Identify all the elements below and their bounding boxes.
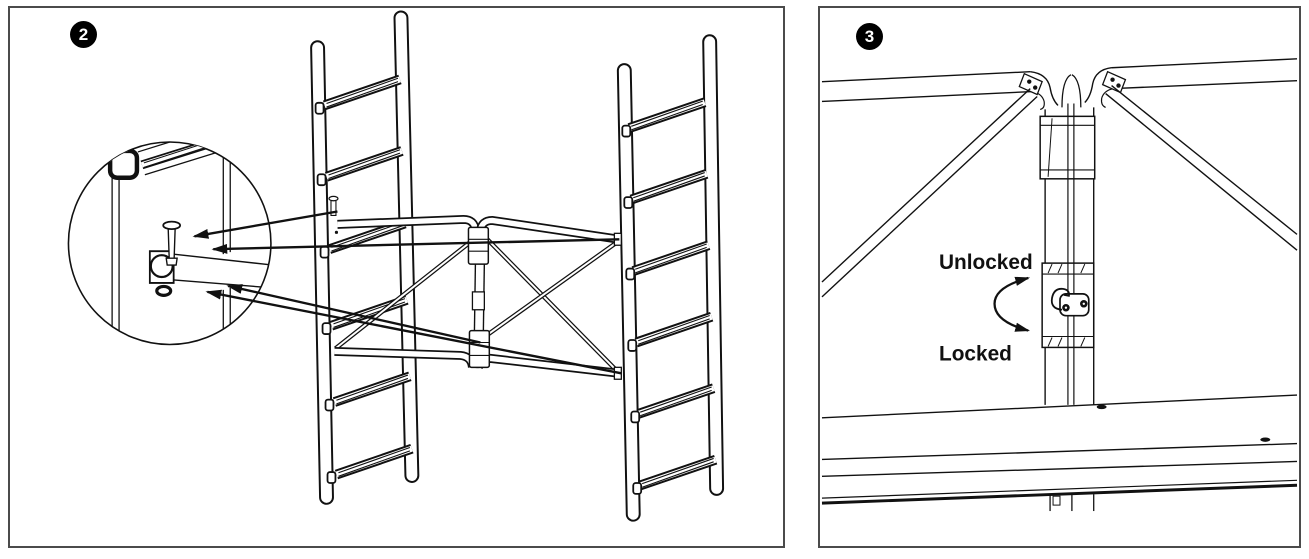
right-bolt-plate [1101, 70, 1127, 94]
lock-annotation: Unlocked Locked [939, 251, 1033, 365]
detail-oval-hole [155, 284, 173, 297]
step-2-badge: 2 [70, 21, 97, 48]
platform [821, 394, 1298, 512]
detail-pin [162, 220, 182, 266]
callout-arrow [205, 289, 622, 375]
folding-cross-brace [328, 195, 622, 380]
step-2-illustration [67, 10, 725, 522]
diagonal-braces [334, 235, 620, 374]
step-3-number: 3 [864, 26, 875, 46]
callout-arrow [211, 238, 620, 254]
diagonal-braces [821, 85, 1298, 298]
callout-arrow [226, 284, 481, 344]
callout-arrow [192, 210, 338, 239]
guardrail [821, 58, 1298, 110]
step-3-illustration: Unlocked Locked [821, 58, 1298, 512]
locking-pin [328, 195, 339, 234]
right-hook [1084, 67, 1112, 103]
rivet [1260, 437, 1271, 442]
step-3-panel: 3 [818, 6, 1301, 548]
step-2-number: 2 [78, 24, 89, 44]
detail-rail-hole [107, 148, 140, 180]
unlocked-label: Unlocked [939, 251, 1033, 274]
post-bottom-bracket [1049, 494, 1095, 512]
left-bolt-plate [1018, 72, 1043, 96]
latch-hook [1050, 287, 1090, 317]
rotation-arrow-icon [993, 276, 1031, 332]
rivet [1096, 404, 1107, 410]
left-hook [1030, 71, 1059, 106]
center-post [1039, 103, 1096, 405]
step-2-panel: 2 [8, 6, 785, 548]
locked-label: Locked [939, 342, 1012, 365]
latch-collar [1041, 262, 1095, 349]
callout-arrows [192, 210, 622, 375]
right-ladder-section [616, 34, 725, 522]
top-sleeve [1039, 115, 1096, 180]
left-ladder-section [310, 10, 420, 505]
step-3-badge: 3 [856, 23, 883, 50]
detail-magnifier-circle [67, 141, 272, 346]
center-hinge [467, 226, 491, 369]
